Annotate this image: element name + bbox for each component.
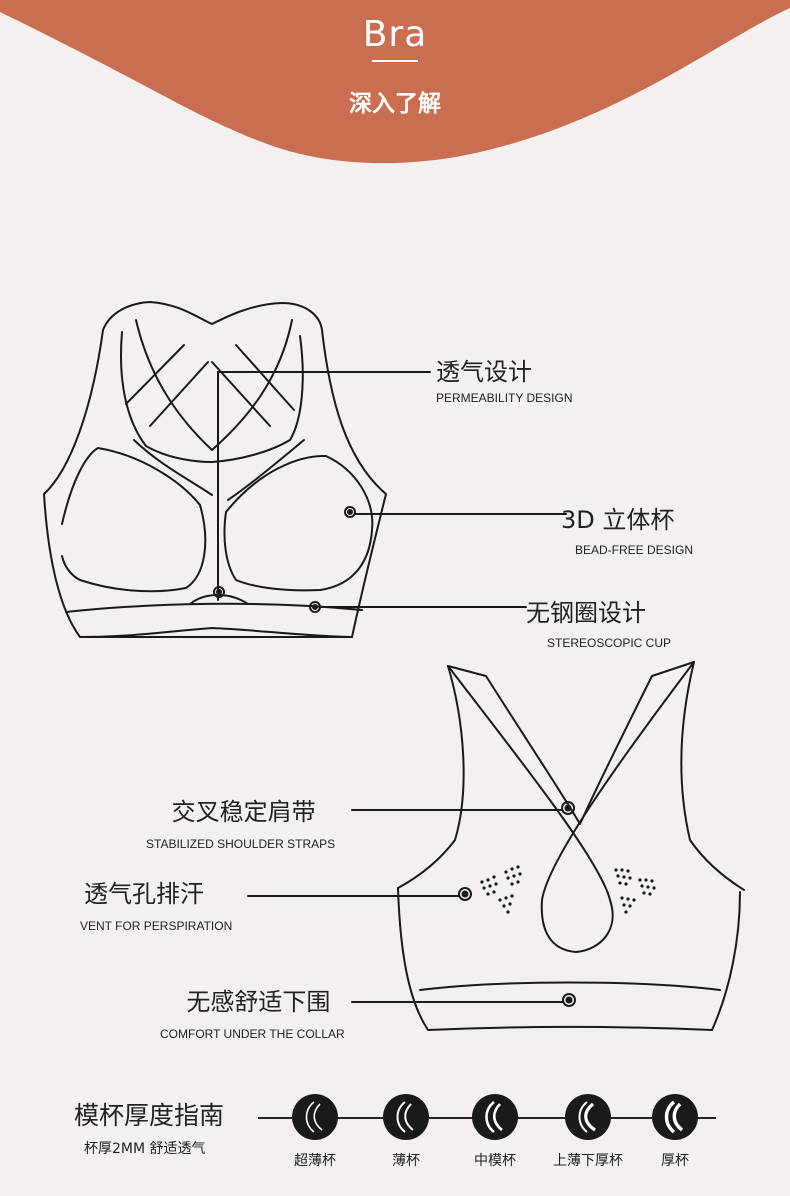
feature-caption: STEREOSCOPIC CUP: [547, 636, 672, 650]
guide-subtitle: 杯厚2MM 舒适透气: [84, 1141, 206, 1157]
cup-icon: [383, 1094, 429, 1140]
feature-title: 交叉稳定肩带: [171, 798, 316, 826]
feature-no-underwire: 无钢圈设计 STEREOSCOPIC CUP: [526, 593, 671, 650]
feature-title: 无感舒适下围: [186, 988, 331, 1016]
back-view-illustration: [247, 661, 745, 1031]
feature-title: 3D 立体杯: [561, 506, 675, 534]
cup-level-graded: 上薄下厚杯: [538, 1094, 638, 1170]
feature-caption: PERMEABILITY DESIGN: [436, 391, 573, 405]
cup-icon: [472, 1094, 518, 1140]
header-banner: Bra 深入了解: [0, 0, 790, 170]
feature-title: 无钢圈设计: [526, 599, 646, 627]
cup-level-label: 厚杯: [661, 1153, 689, 1169]
cup-level-thin: 薄杯: [356, 1094, 456, 1170]
guide-title: 模杯厚度指南: [74, 1101, 225, 1130]
feature-caption: COMFORT UNDER THE COLLAR: [160, 1027, 345, 1041]
feature-title: 透气设计: [436, 358, 532, 386]
feature-title: 透气孔排汗: [84, 880, 204, 908]
feature-permeability: 透气设计 PERMEABILITY DESIGN: [436, 352, 572, 405]
cup-level-medium: 中模杯: [445, 1094, 545, 1170]
banner-shape: [0, 0, 790, 164]
feature-vent: 透气孔排汗 VENT FOR PERSPIRATION: [80, 874, 232, 933]
feature-caption: BEAD-FREE DESIGN: [575, 543, 694, 557]
cup-thickness-guide: 模杯厚度指南 杯厚2MM 舒适透气: [74, 1096, 224, 1158]
feature-3d-cup: 3D 立体杯 BEAD-FREE DESIGN: [561, 500, 693, 557]
feature-cross-straps: 交叉稳定肩带 STABILIZED SHOULDER STRAPS: [146, 792, 335, 851]
feature-caption: VENT FOR PERSPIRATION: [80, 919, 233, 933]
front-view-illustration: [43, 301, 567, 638]
cup-icon: [652, 1094, 698, 1140]
cup-level-ultra-thin: 超薄杯: [265, 1094, 365, 1170]
brand-underline: [372, 60, 418, 62]
cup-level-thick: 厚杯: [625, 1094, 725, 1170]
cup-level-label: 中模杯: [474, 1153, 516, 1169]
cup-icon: [292, 1094, 338, 1140]
cup-level-label: 超薄杯: [294, 1153, 336, 1169]
feature-caption: STABILIZED SHOULDER STRAPS: [146, 837, 336, 851]
cup-level-label: 上薄下厚杯: [553, 1153, 623, 1169]
feature-comfort-band: 无感舒适下围 COMFORT UNDER THE COLLAR: [160, 982, 345, 1041]
cup-icon: [565, 1094, 611, 1140]
brand-title: Bra: [362, 14, 428, 55]
cup-level-label: 薄杯: [392, 1153, 420, 1169]
page-subtitle: 深入了解: [349, 91, 441, 117]
